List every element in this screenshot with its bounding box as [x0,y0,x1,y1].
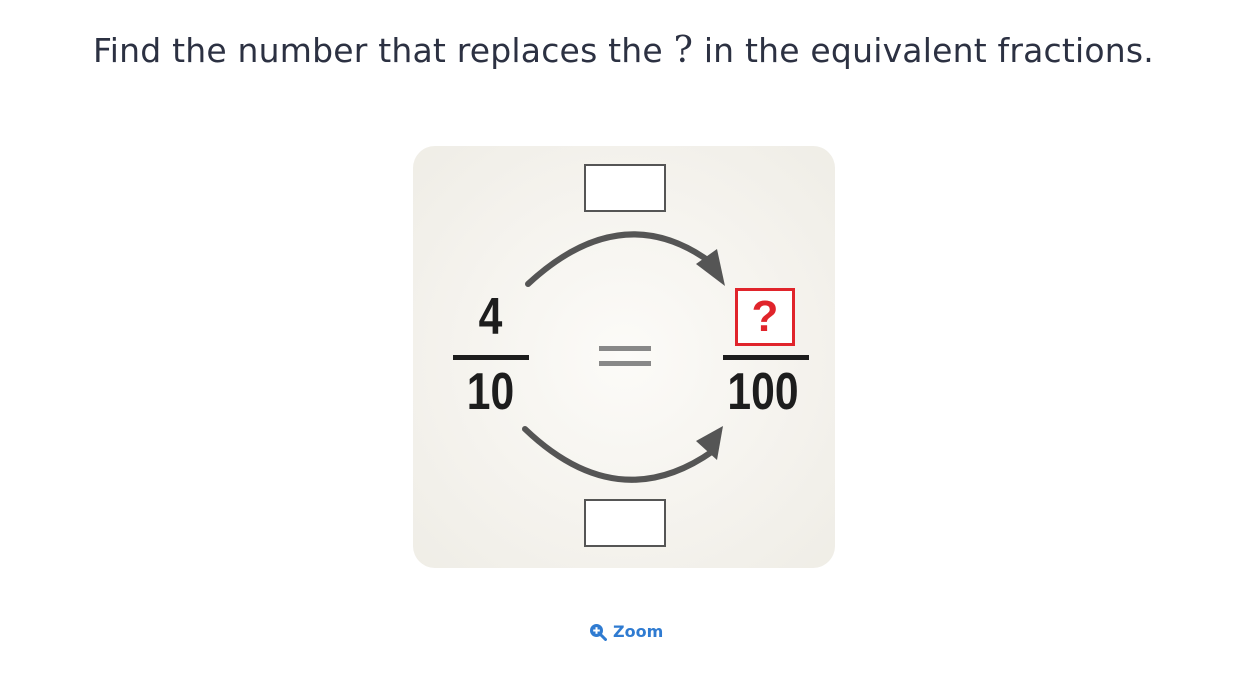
question-prompt: Find the number that replaces the ? in t… [0,30,1247,71]
multiplier-arrows [522,231,725,483]
unknown-numerator-box: ? [735,288,795,346]
equals-sign [599,342,651,372]
bottom-arrowhead [696,426,723,460]
zoom-in-icon [590,623,607,641]
left-denominator: 10 [466,363,515,421]
left-numerator: 4 [478,288,503,346]
top-arrow [525,231,716,287]
question-text-start: Find the number that replaces the [93,31,674,70]
right-fraction-bar [723,355,809,360]
bottom-arrow [522,426,716,483]
top-multiplier-box [584,164,666,212]
zoom-label: Zoom [613,622,664,641]
question-text-end: in the equivalent fractions. [693,31,1154,70]
right-denominator: 100 [727,363,799,421]
left-fraction-bar [453,355,529,360]
question-mark: ? [673,30,694,71]
top-arrowhead [696,249,725,286]
bottom-multiplier-box [584,499,666,547]
zoom-button[interactable]: Zoom [589,622,663,641]
equivalent-fractions-figure: 4 10 ? 100 [413,146,835,568]
